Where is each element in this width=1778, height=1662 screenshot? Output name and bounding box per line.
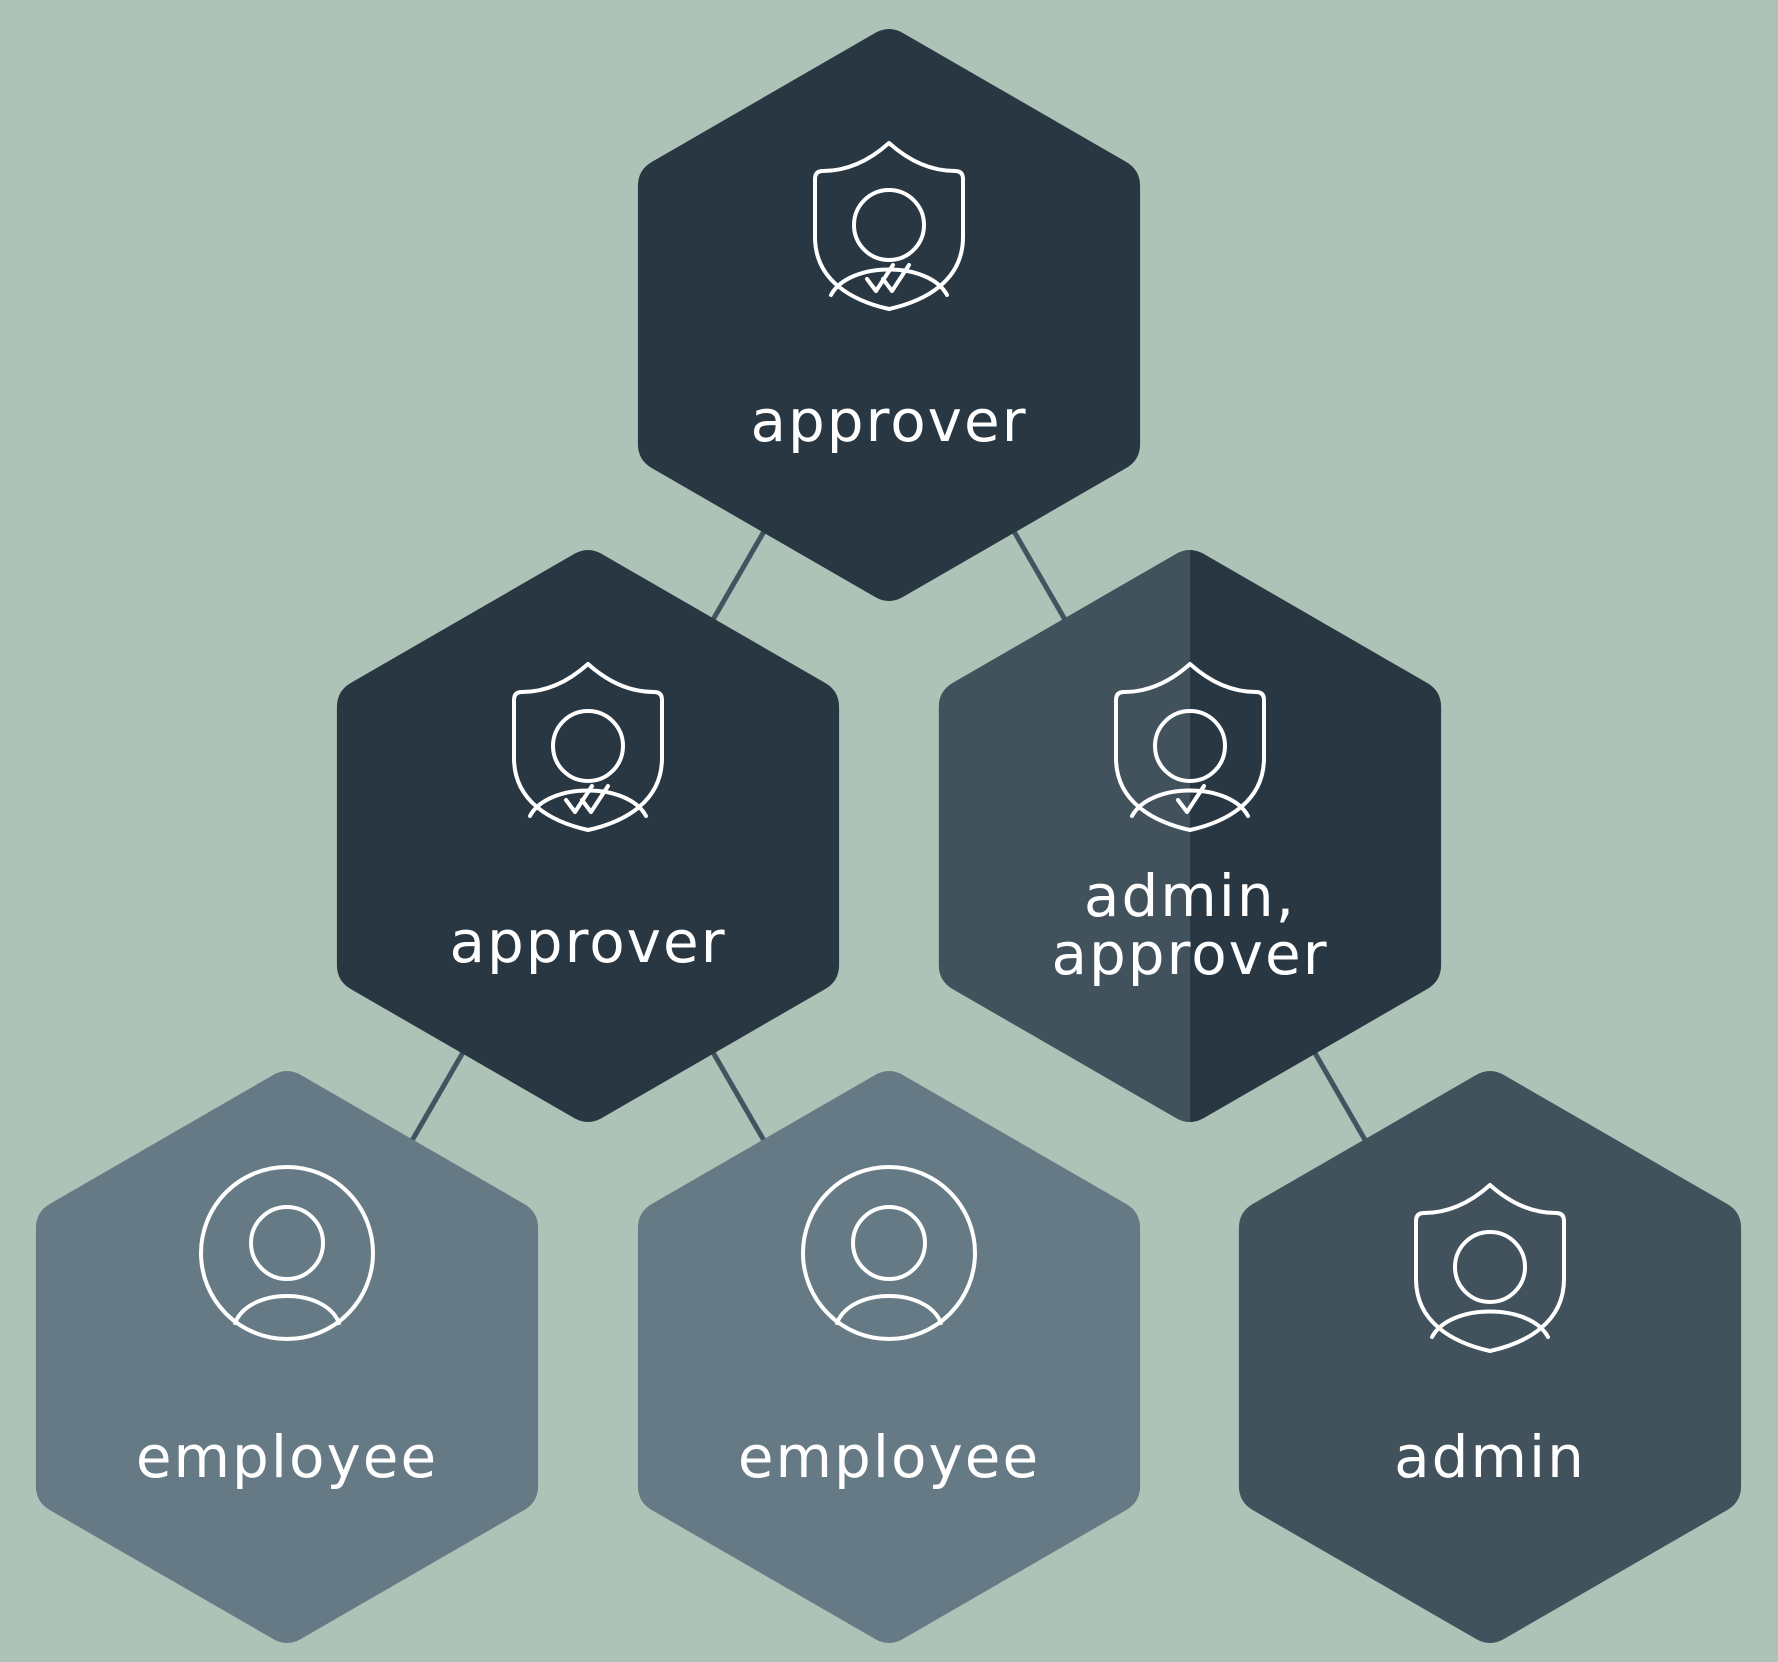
hexagon-shape bbox=[637, 1071, 1141, 1643]
node-label: approver bbox=[1051, 920, 1328, 988]
user-circle-icon bbox=[801, 1165, 977, 1341]
shield-user-icon bbox=[1414, 1183, 1566, 1353]
node-label: employee bbox=[738, 1423, 1040, 1491]
hexagon-shape bbox=[336, 550, 840, 1122]
node-label: employee bbox=[136, 1423, 438, 1491]
node-approver-top: approver bbox=[637, 29, 1141, 601]
node-employee-middle: employee bbox=[637, 1071, 1141, 1643]
node-admin-bottom: admin bbox=[1238, 1071, 1742, 1643]
node-label: admin bbox=[1394, 1423, 1586, 1491]
node-label: approver bbox=[750, 387, 1027, 455]
hexagon-shape bbox=[637, 29, 1141, 601]
shield-user-check-icon bbox=[1114, 662, 1266, 832]
hexagon-shape bbox=[35, 1071, 539, 1643]
shield-user-double-check-icon bbox=[512, 662, 664, 832]
hexagon-shape bbox=[1238, 1071, 1742, 1643]
node-employee-left: employee bbox=[35, 1071, 539, 1643]
user-circle-icon bbox=[199, 1165, 375, 1341]
node-approver-mid: approver bbox=[336, 550, 840, 1122]
node-label: approver bbox=[449, 908, 726, 976]
node-label: admin, bbox=[1084, 862, 1296, 930]
shield-user-double-check-icon bbox=[813, 141, 965, 311]
